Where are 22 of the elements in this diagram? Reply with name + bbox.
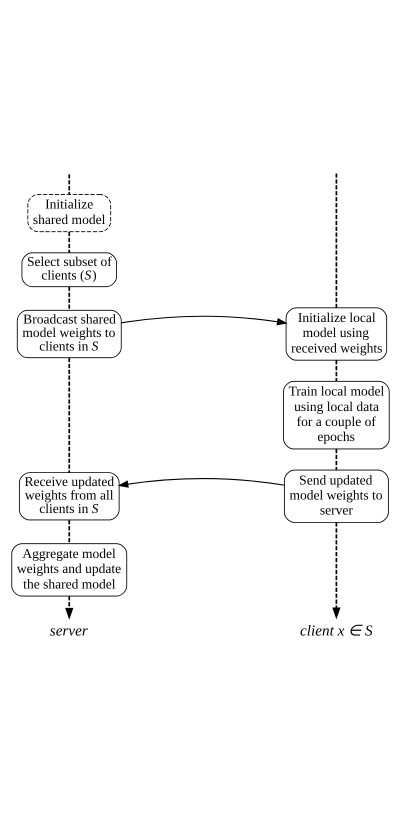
arrow [118,478,284,488]
connector [68,174,70,194]
arrow [65,596,74,620]
connector [68,232,70,253]
connector [336,360,338,382]
node-box: Receive updated weights from all clients in S [18,472,120,520]
arrow [332,522,341,620]
connector [336,174,338,308]
node-box: Select subset of clients (S) [22,252,118,288]
node-text: client x ∈ S [300,622,373,640]
connector [68,520,70,544]
node-text: server [50,622,88,640]
connector [68,358,70,473]
connector [68,286,70,310]
arrow [121,316,288,326]
node-box: Broadcast shared model weights to clients in S [16,310,122,358]
node-box: Initialize shared model [27,194,112,232]
connector [336,449,338,470]
node-box: Train local model using local data for a couple of epochs [283,380,390,450]
node-box: Send updated model weights to server [284,470,389,523]
node-box: Initialize local model using received weights [286,307,388,361]
node-box: Aggregate model weights and update the shared model [11,543,128,596]
